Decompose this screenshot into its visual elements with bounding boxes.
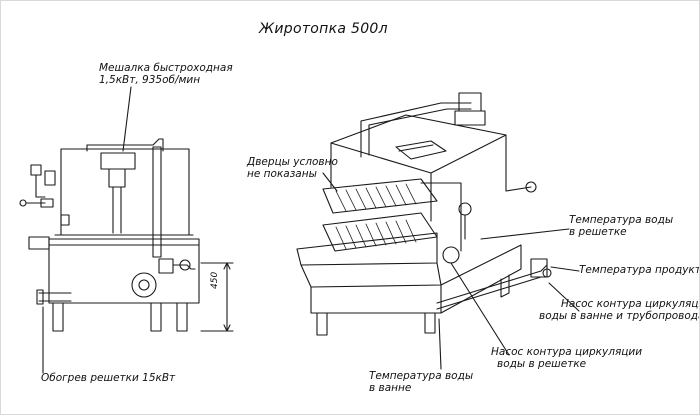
pump-grid-label-line2: воды в решетке xyxy=(497,358,587,370)
mixer-label-line1: Мешалка быстроходная xyxy=(99,62,233,74)
iso-view xyxy=(296,92,580,370)
bath-temp-label-line1: Температура воды xyxy=(369,370,474,382)
front-view xyxy=(19,86,234,374)
grid-temp-label-line1: Температура воды xyxy=(569,214,674,226)
doors-label-line2: не показаны xyxy=(247,168,317,180)
mixer-label-line2: 1,5кВт, 935об/мин xyxy=(99,74,201,86)
grid-temp-label-line2: в решетке xyxy=(569,226,627,238)
pump-bath-label-line2: воды в ванне и трубопроводах xyxy=(539,310,700,322)
drawing-title: Жиротопка 500л xyxy=(259,21,388,37)
pump-bath-label-line1: Насос контура циркуляции xyxy=(561,298,700,310)
bath-temp-label-line2: в ванне xyxy=(369,382,412,394)
heating-label: Обогрев решетки 15кВт xyxy=(41,372,176,384)
doors-label-line1: Дверцы условно xyxy=(247,156,338,168)
pump-grid-label-line1: Насос контура циркуляции xyxy=(491,346,643,358)
product-temp-label: Температура продукта xyxy=(579,264,700,276)
dimension-450: 450 xyxy=(210,271,220,289)
